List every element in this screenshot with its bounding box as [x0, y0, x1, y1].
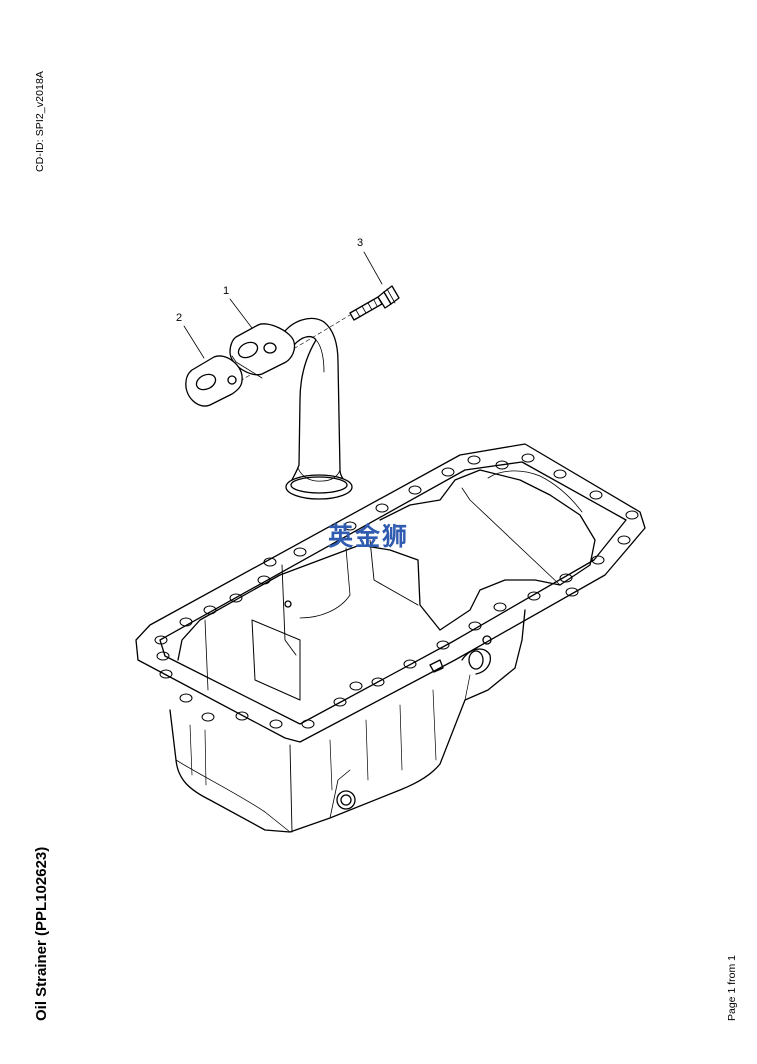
- bolt: [349, 285, 400, 321]
- watermark-logo: 英金狮: [328, 522, 410, 551]
- callout-2: 2: [176, 312, 205, 359]
- callout-number-1: 1: [223, 285, 229, 297]
- pan-bolt-holes: [154, 453, 639, 729]
- oil-sump-pan: [135, 443, 646, 833]
- callout-number-2: 2: [176, 312, 182, 324]
- gasket: [185, 355, 243, 407]
- callout-3: 3: [357, 237, 383, 285]
- callout-1: 1: [223, 285, 256, 333]
- callout-number-3: 3: [357, 237, 363, 249]
- oil-strainer-pipe: [229, 317, 353, 500]
